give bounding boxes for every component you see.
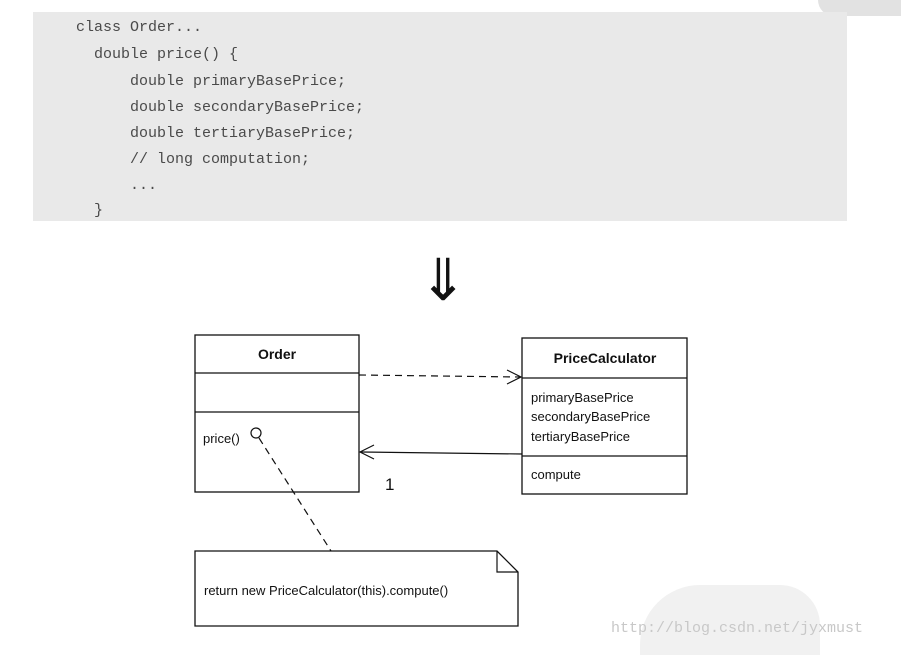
note-connector: [258, 437, 332, 552]
code-line: double secondaryBasePrice;: [76, 99, 365, 116]
attribute: secondaryBasePrice: [531, 409, 650, 424]
code-line: // long computation;: [76, 151, 311, 168]
price-calculator-operation: compute: [531, 467, 581, 482]
note-text: return new PriceCalculator(this).compute…: [204, 583, 448, 598]
refactor-arrow-icon: ⇓: [419, 248, 468, 313]
price-calculator-class: PriceCalculator primaryBasePrice seconda…: [521, 337, 688, 495]
order-class-name: Order: [258, 346, 297, 362]
note: return new PriceCalculator(this).compute…: [194, 550, 519, 627]
code-block: class Order... double price() { double p…: [33, 12, 847, 221]
price-calculator-class-name: PriceCalculator: [554, 350, 657, 366]
dependency-arrow: [358, 369, 523, 385]
code-line: }: [76, 202, 104, 219]
code-line: double tertiaryBasePrice;: [76, 125, 356, 142]
watermark-logo: [640, 585, 820, 655]
association-arrow: [358, 444, 523, 460]
note-anchor-icon: [250, 427, 262, 439]
order-operation: price(): [203, 431, 240, 446]
multiplicity-label: 1: [385, 475, 394, 494]
order-class: Order price(): [194, 334, 360, 493]
watermark: http://blog.csdn.net/jyxmust: [611, 620, 864, 637]
code-line: class Order...: [76, 19, 203, 36]
attribute: tertiaryBasePrice: [531, 429, 630, 444]
code-line: ...: [76, 177, 158, 194]
code-line: double price() {: [76, 46, 239, 63]
code-line: double primaryBasePrice;: [76, 73, 347, 90]
attribute: primaryBasePrice: [531, 390, 634, 405]
